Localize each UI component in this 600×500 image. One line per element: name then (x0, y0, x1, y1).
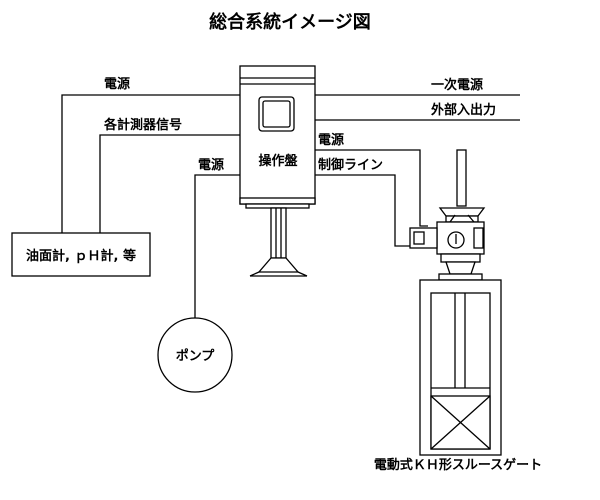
label-power-pump: 電源 (198, 157, 224, 173)
label-external-io: 外部入出力 (430, 102, 496, 118)
wiring (61, 94, 520, 324)
diagram-title: 総合系統イメージ図 (209, 11, 371, 33)
control-line (315, 174, 410, 247)
pump-power-line (194, 174, 240, 324)
instruments-box (11, 232, 151, 277)
gate-power-line (315, 149, 428, 227)
label-power-gate: 電源 (318, 132, 344, 148)
label-power-left: 電源 (104, 76, 130, 92)
pump-label: ポンプ (176, 348, 216, 364)
signal-line (99, 134, 240, 233)
label-control-line: 制御ライン (318, 157, 383, 173)
control-panel-cabinet (239, 65, 316, 205)
gate-spindle (456, 149, 467, 207)
instruments-label: 油面計, ｐＨ計, 等 (26, 248, 136, 264)
pump-circle (157, 317, 233, 393)
control-panel-label: 操作盤 (258, 153, 298, 169)
power-line-left (61, 94, 240, 233)
label-primary-power: 一次電源 (431, 77, 483, 93)
sluice-gate (409, 149, 502, 456)
gate-caption: 電動式ＫＨ形スルースゲート (374, 457, 542, 473)
label-instrument-signal: 各計測器信号 (103, 117, 182, 133)
control-panel-stand (270, 207, 287, 259)
control-panel (239, 65, 316, 277)
